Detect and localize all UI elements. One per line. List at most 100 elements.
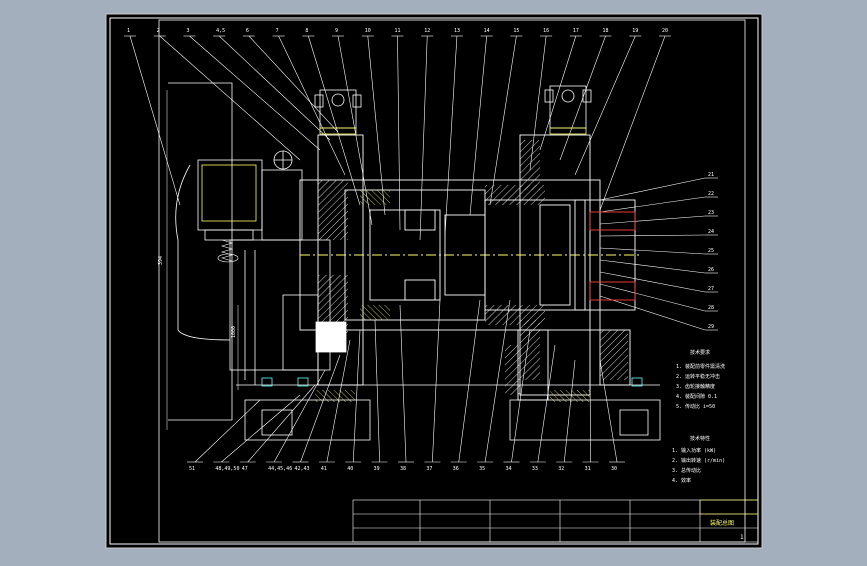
leader-line-top [308,35,361,206]
leader-line-top [599,35,666,211]
leader-lines-right [599,177,718,331]
leader-line-bottom [563,359,576,463]
callout-label-top: 20 [662,28,668,34]
leader-line-bottom [399,304,407,463]
leader-line-bottom [484,299,511,463]
leader-line-bottom [194,399,261,463]
callout-label-bottom: 34 [506,466,512,472]
leader-line-right [599,259,706,274]
spring [217,239,239,263]
callout-label-bottom: 38 [400,466,406,472]
title-block-drawing-name: 装配总图 [710,519,734,527]
notes-line-2-2: 2. 输出转速 (r/min) [672,457,725,464]
leader-line-top [159,35,301,161]
leader-line-right [599,283,706,312]
dimension-label-left: 394 [158,256,164,265]
callout-label-top: 17 [573,28,579,34]
callout-label-top: 18 [603,28,609,34]
notes-title-2: 技术特性 [690,435,710,442]
leader-line-top [129,35,181,206]
title-block [352,499,759,543]
callout-label-top: 3 [186,28,189,34]
callout-label-top: 11 [395,28,401,34]
section-hatching [315,140,628,402]
leader-line-top [489,35,517,206]
leader-line-top [278,35,346,176]
callout-label-bottom: 47 [242,466,248,472]
notes-title-1: 技术要求 [690,349,710,356]
callout-label-top: 2 [157,28,160,34]
callout-label-bottom: 33 [532,466,538,472]
callout-label-top: 14 [484,28,490,34]
notes-line-1-2: 2. 运转平稳无冲击 [676,373,720,380]
callout-label-bottom: 51 [189,466,195,472]
leader-line-right [599,234,706,237]
leader-line-top [367,35,386,216]
callout-label-right: 22 [708,191,714,197]
callout-label-right: 24 [708,229,714,235]
callout-label-right: 21 [708,172,714,178]
gearbox-housing [299,134,640,401]
lifting-lugs [314,85,592,135]
callout-label-right: 27 [708,286,714,292]
leader-line-bottom [374,319,380,463]
leader-line-right [599,295,706,331]
callout-label-bottom: 36 [453,466,459,472]
leader-line-right [599,177,706,201]
notes-line-2-4: 4. 效率 [672,477,691,484]
callout-label-right: 29 [708,324,714,330]
leader-line-top [189,35,321,151]
notes-line-1-3: 3. 齿轮接触精度 [676,383,715,390]
callout-label-right: 26 [708,267,714,273]
leader-line-right [599,196,706,213]
leader-line-bottom [300,354,341,463]
leader-line-bottom [247,384,316,463]
callout-label-bottom: 32 [558,466,564,472]
callout-label-bottom: 30 [611,466,617,472]
callout-label-top: 19 [632,28,638,34]
leader-line-right [599,215,706,225]
callout-label-bottom: 37 [426,466,432,472]
leader-line-bottom [537,344,556,463]
leader-line-top [218,35,331,141]
callout-label-bottom: 40 [347,466,353,472]
callout-label-bottom: 35 [479,466,485,472]
callout-label-top: 15 [513,28,519,34]
callout-label-bottom: 48,49,50 [215,466,239,472]
callout-label-top: 8 [305,28,308,34]
callout-label-bottom: 42,43 [295,466,310,472]
leader-line-top [248,35,339,133]
notes-line-1-1: 1. 装配前零件需清洗 [676,363,725,370]
callout-label-top: 7 [276,28,279,34]
callout-label-right: 23 [708,210,714,216]
drawing-border [109,17,759,545]
leader-line-top [539,35,577,151]
callout-label-bottom: 44,45,46 [268,466,292,472]
callout-label-right: 28 [708,305,714,311]
callout-label-top: 13 [454,28,460,34]
callout-label-top: 10 [365,28,371,34]
dimension-lines [166,90,239,430]
callout-label-top: 1 [127,28,130,34]
callout-label-top: 12 [424,28,430,34]
callout-label-top: 16 [543,28,549,34]
callout-label-bottom: 41 [321,466,327,472]
callout-label-top: 9 [335,28,338,34]
leader-line-top [444,35,458,236]
leader-line-top [469,35,487,216]
callout-label-top: 6 [246,28,249,34]
leader-line-bottom [221,394,301,463]
notes-line-2-3: 3. 总传动比 [672,467,701,474]
notes-line-1-4: 4. 装配间隙 0.1 [676,393,717,400]
notes-line-2-1: 1. 输入功率 (kW) [672,447,716,454]
leader-line-bottom [458,299,481,463]
base-frame [236,377,661,441]
dimension-label-mid: 1000 [231,326,237,338]
callout-label-top: 4,5 [216,28,225,34]
callout-label-bottom: 31 [585,466,591,472]
